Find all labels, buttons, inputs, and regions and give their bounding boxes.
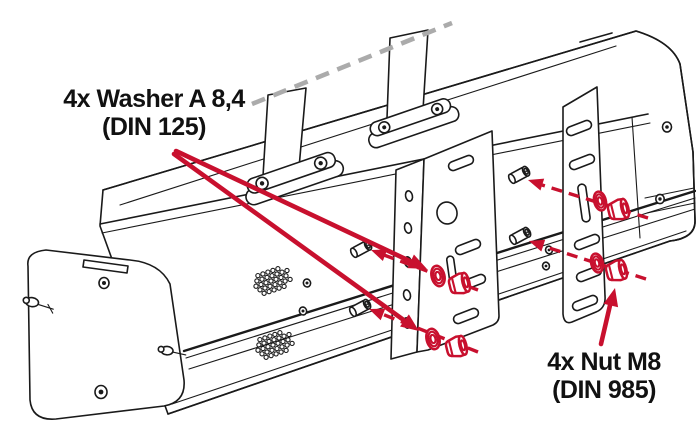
vent-hole [263, 280, 269, 286]
vent-hole [289, 340, 295, 347]
vent-hole [284, 267, 290, 274]
bolt-4 [508, 226, 532, 246]
lock-nut-1 [447, 271, 472, 295]
vent-hole [266, 338, 272, 345]
vent-hole [279, 344, 285, 350]
washer-label-line2: (DIN 125) [102, 112, 206, 141]
vent-hole [268, 352, 274, 359]
assembly-axis-2 [369, 308, 479, 354]
vent-hole [276, 285, 282, 291]
vent-pattern [253, 266, 293, 296]
vent-hole [272, 281, 278, 288]
vent-hole [273, 351, 279, 357]
vent-hole [278, 274, 284, 281]
lock-nut-3 [606, 197, 631, 221]
vent-hole [260, 345, 266, 352]
vent-hole [263, 354, 269, 360]
vent-hole [287, 276, 293, 283]
vent-hole [269, 273, 275, 279]
vent-hole [283, 273, 289, 279]
vent-hole [265, 269, 271, 275]
vent-hole [259, 351, 265, 357]
vent-pattern [255, 330, 295, 360]
vent-hole [273, 276, 279, 282]
strap-cutoff-dashed-line [251, 20, 453, 107]
washer-label-line1: 4x Washer A 8,4 [63, 85, 245, 113]
nut-label-line2: (DIN 985) [552, 375, 656, 404]
vent-hole [257, 287, 263, 293]
vent-hole [283, 347, 289, 354]
vent-hole [270, 342, 276, 348]
toggle-latch [157, 345, 187, 356]
vent-hole [276, 335, 282, 341]
washer-label: 4x Washer A 8,4 (DIN 125) [63, 85, 245, 141]
vent-hole [265, 344, 271, 350]
vent-hole [277, 330, 283, 336]
washer-2 [425, 327, 441, 351]
washer-4 [589, 252, 605, 274]
vent-hole [254, 278, 260, 284]
vent-hole [258, 281, 264, 288]
screw [298, 245, 554, 316]
bracket-slots [565, 119, 603, 312]
vent-hole [282, 278, 288, 284]
vent-hole [257, 336, 263, 343]
vent-hole [271, 287, 277, 293]
vent-hole [279, 269, 285, 275]
bolt-3 [507, 165, 531, 185]
vent-hole [255, 347, 261, 353]
strap-foot-2 [368, 98, 460, 149]
lock-nut-4 [604, 258, 629, 282]
vent-hole [267, 333, 273, 339]
screw [654, 121, 673, 205]
vent-hole [260, 271, 266, 277]
toggle-latch [22, 296, 54, 314]
vent-hole [259, 276, 265, 282]
vent-hole [278, 349, 284, 355]
vent-hole [262, 285, 268, 291]
nut-label-line1: 4x Nut M8 [547, 348, 661, 376]
nut-label: 4x Nut M8 (DIN 985) [547, 348, 661, 404]
lock-nut-2 [444, 334, 469, 358]
vent-hole [261, 290, 267, 296]
washer-callout-arrow-2 [171, 151, 419, 331]
washer-1 [430, 264, 446, 288]
vent-hole [285, 337, 291, 343]
vent-hole [275, 266, 281, 272]
vent-hole [264, 274, 270, 281]
vent-hole [284, 342, 290, 348]
vent-hole [266, 288, 272, 295]
vent-hole [262, 335, 268, 341]
vent-hole [256, 342, 262, 348]
bolt-2 [348, 298, 372, 318]
vent-hole [277, 280, 283, 286]
vent-hole [272, 331, 278, 338]
vent-hole [261, 340, 267, 346]
vent-hole [271, 337, 277, 343]
vent-hole [280, 338, 286, 345]
vent-hole [281, 333, 287, 339]
vent-hole [274, 345, 280, 352]
vent-hole [281, 283, 287, 290]
end-cap [22, 249, 187, 420]
vent-hole [268, 278, 274, 284]
vent-hole [267, 283, 273, 289]
washer-callout-arrow-1 [173, 148, 427, 269]
vent-hole [286, 331, 292, 338]
vent-hole [275, 340, 281, 346]
vent-hole [269, 347, 275, 353]
nut-callout-arrow [598, 288, 619, 347]
vent-hole [270, 267, 276, 274]
vent-hole [255, 272, 261, 279]
cap-handle [82, 259, 129, 274]
assembly-axis-1 [371, 249, 479, 292]
washer-3 [592, 190, 608, 212]
vent-hole [264, 349, 270, 355]
vent-hole [274, 271, 280, 277]
vent-hole [253, 283, 259, 289]
